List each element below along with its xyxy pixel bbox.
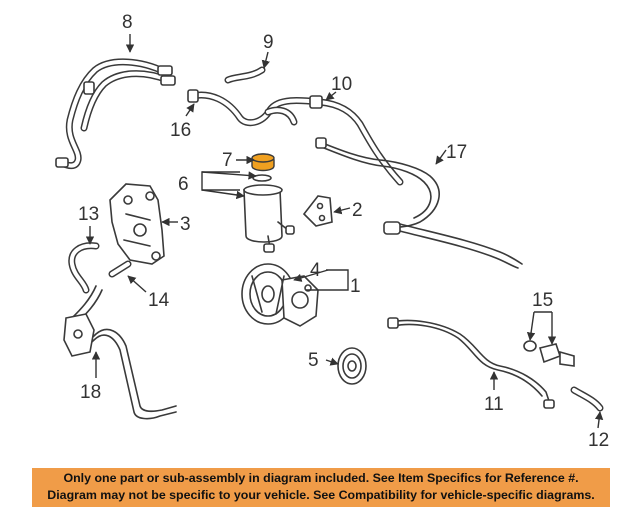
disclaimer-line-1: Only one part or sub-assembly in diagram… <box>63 471 579 485</box>
callout-7: 7 <box>222 150 233 171</box>
callout-5: 5 <box>308 350 319 371</box>
callout-11: 11 <box>484 394 504 415</box>
part-14-hose <box>108 260 132 278</box>
disclaimer-banner: Only one part or sub-assembly in diagram… <box>32 468 610 507</box>
disclaimer-line-2: Diagram may not be specific to your vehi… <box>47 488 595 502</box>
part-9-hose <box>224 66 266 84</box>
part-16-10-hose <box>187 89 404 186</box>
callout-4: 4 <box>310 260 321 281</box>
callout-6: 6 <box>178 174 189 195</box>
callout-labels: 8 9 10 16 17 7 6 2 3 13 4 1 14 15 5 18 1… <box>78 12 609 451</box>
parts-diagram: 8 9 10 16 17 7 6 2 3 13 4 1 14 15 5 18 1… <box>55 12 609 451</box>
callout-10: 10 <box>331 74 352 95</box>
part-6-reservoir <box>243 174 295 253</box>
part-2-bracket <box>302 195 333 227</box>
part-5-pulley <box>337 347 367 385</box>
callout-17: 17 <box>446 142 467 163</box>
part-17-line <box>315 137 523 269</box>
leader-lines <box>85 34 604 429</box>
part-12-hose <box>570 386 604 412</box>
part-1-pump <box>241 263 319 327</box>
callout-8: 8 <box>122 12 133 33</box>
callout-15: 15 <box>532 290 553 311</box>
callout-2: 2 <box>352 200 363 221</box>
part-13-hose <box>68 242 100 294</box>
callout-14: 14 <box>148 290 170 311</box>
part-18-line <box>63 285 177 420</box>
callout-18: 18 <box>80 382 101 403</box>
callout-13: 13 <box>78 204 99 225</box>
callout-1: 1 <box>350 276 361 297</box>
callout-12: 12 <box>588 430 609 451</box>
part-15-fittings <box>523 340 575 367</box>
part-3-bracket <box>109 183 165 265</box>
callout-3: 3 <box>180 214 191 235</box>
callout-9: 9 <box>263 32 274 53</box>
callout-16: 16 <box>170 120 191 141</box>
part-7-cap <box>251 153 275 172</box>
part-11-tube <box>387 317 555 409</box>
part-8-hose <box>55 58 176 170</box>
